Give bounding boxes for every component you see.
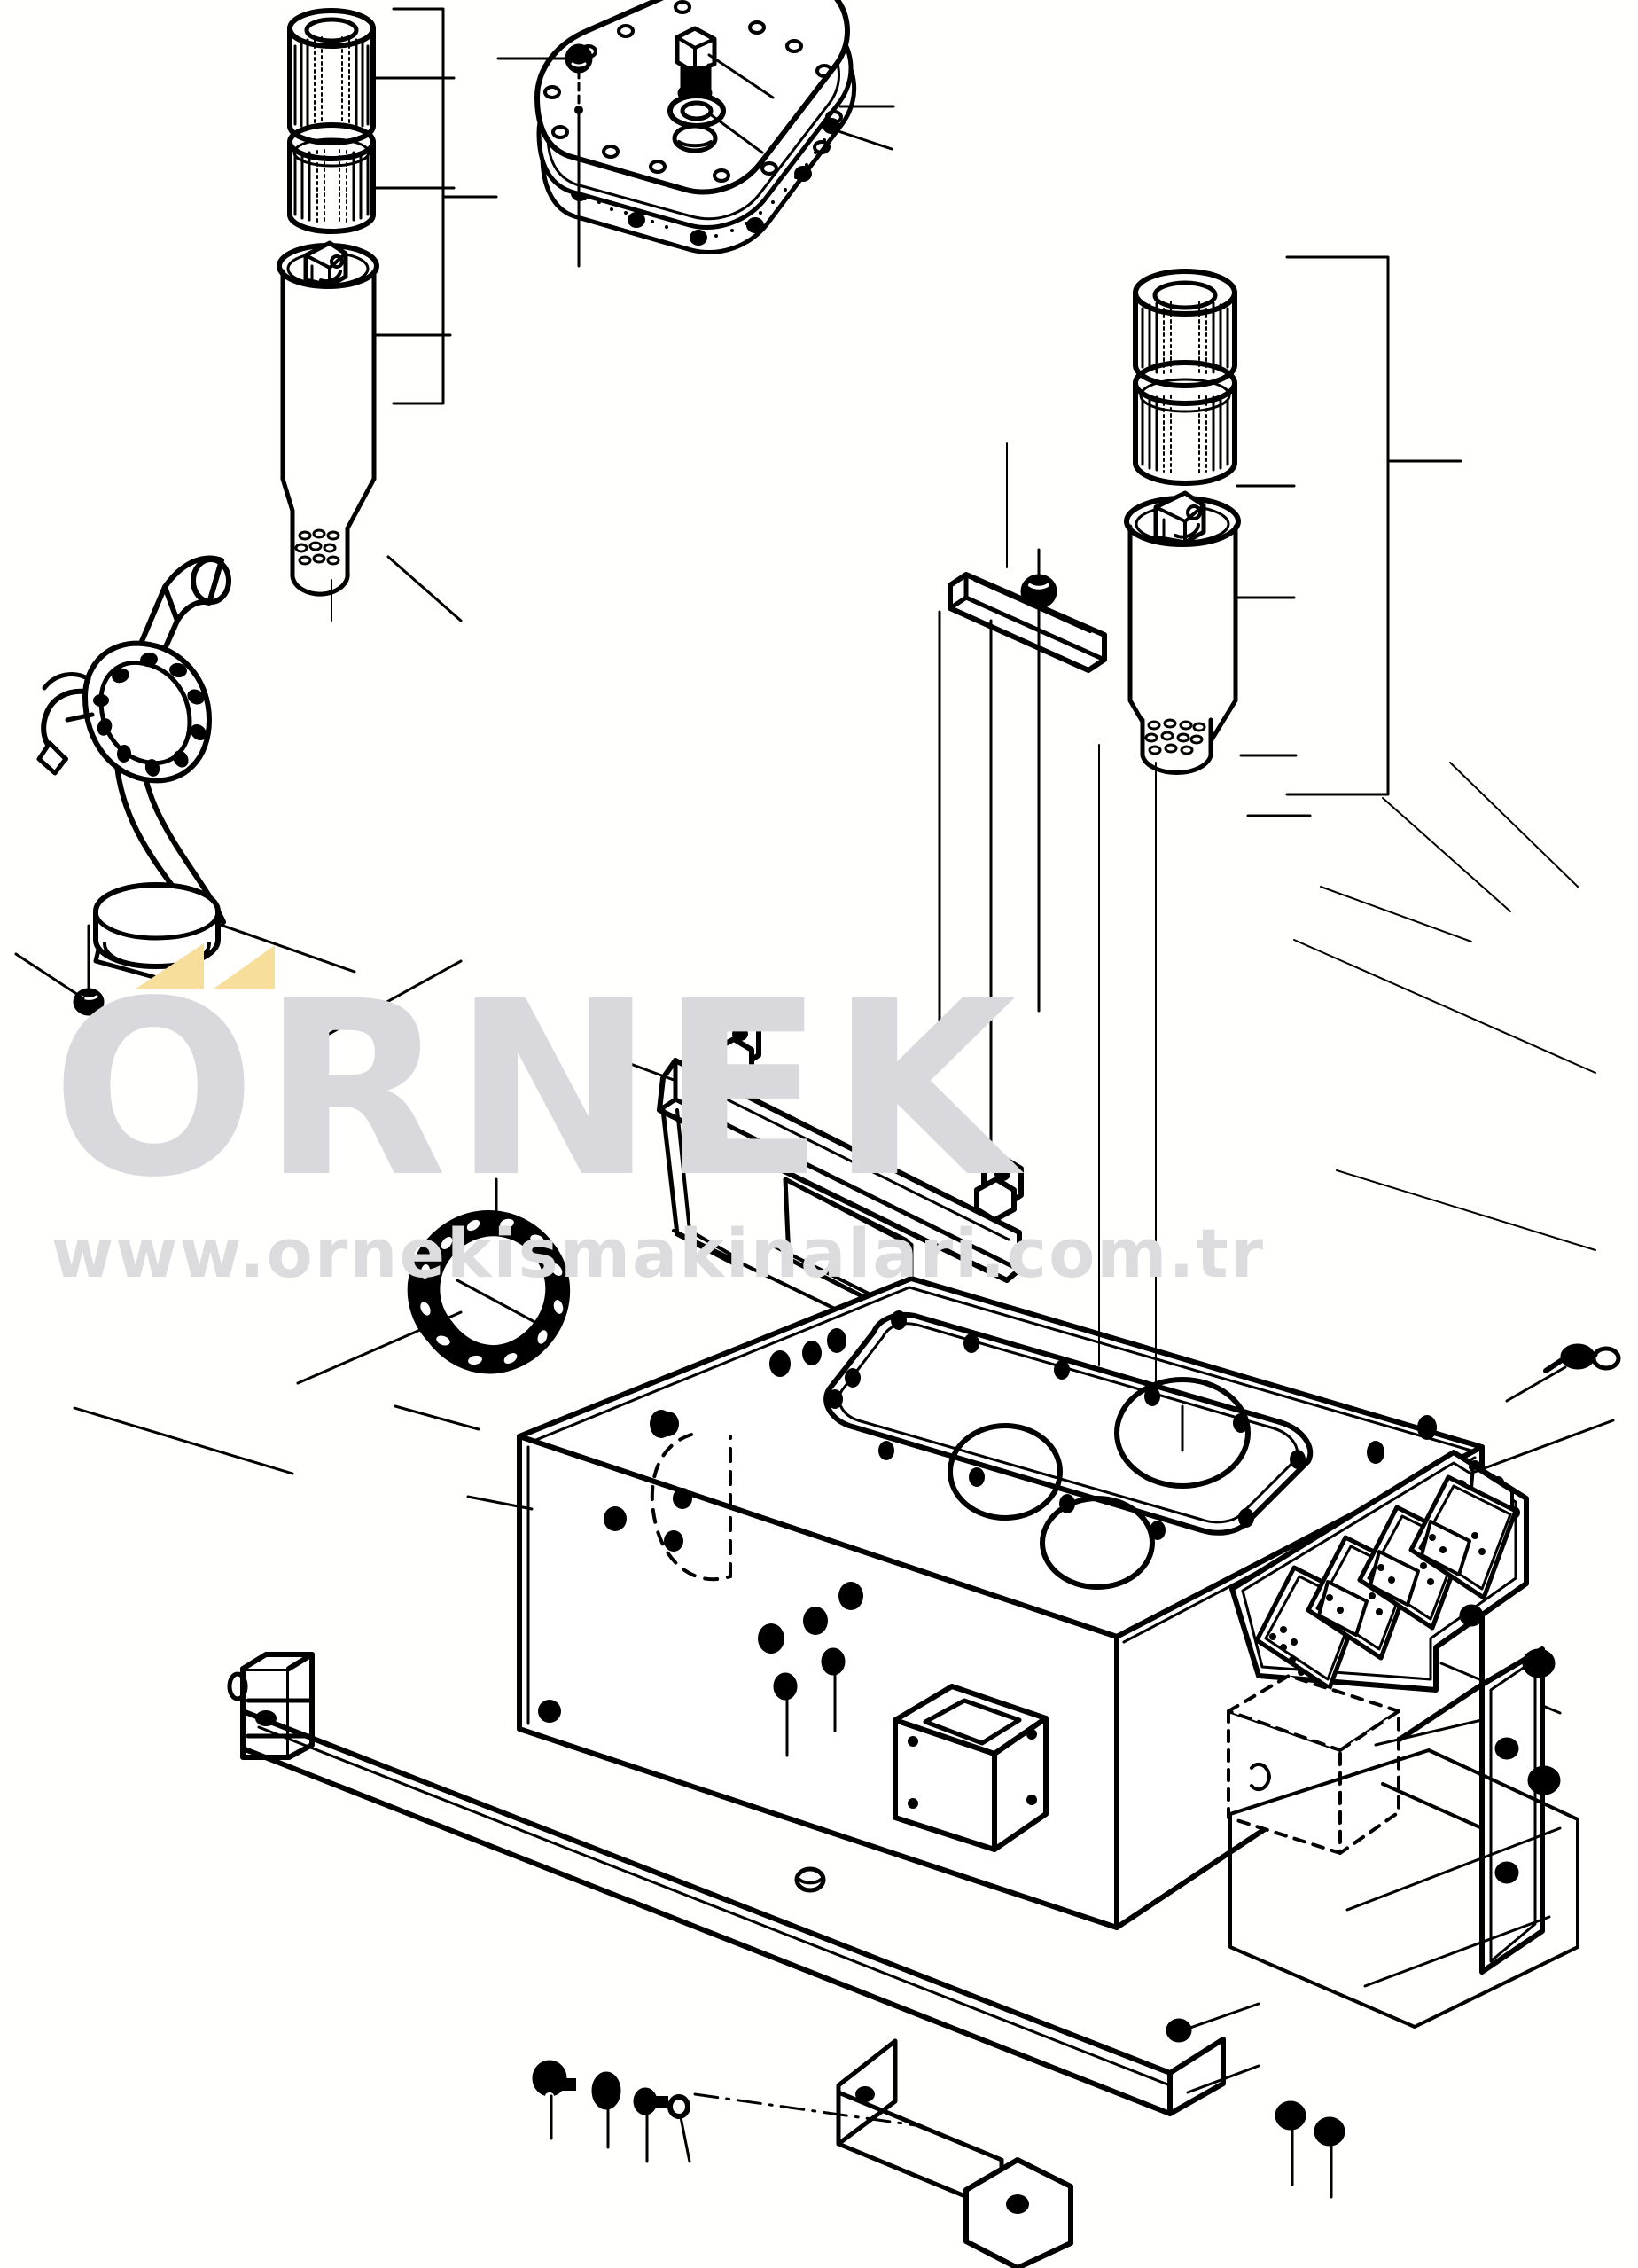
baffle-lift-eye-left: [712, 1015, 761, 1083]
mounting-bolt-set: [532, 2060, 576, 2140]
washer-set: [591, 2071, 621, 2149]
tank-top-opening-small-b: [1040, 1496, 1155, 1590]
filter-element-lower-left: [287, 122, 376, 234]
step-tread: [1408, 1474, 1518, 1600]
frame: [227, 1646, 1580, 2268]
filter-element-lower-right: [1133, 360, 1237, 486]
tank-side-fasteners: [773, 1647, 846, 1757]
plug-seat-lower: [672, 123, 718, 153]
left-filter-leaders: [374, 76, 463, 622]
flange-bolt: [14, 924, 105, 1016]
left-fastener-leaders: [73, 1404, 534, 1511]
filter-case-left: [280, 269, 377, 579]
tank-side-studs: [538, 1506, 863, 1723]
right-filter-assembly: [1124, 255, 1462, 817]
baffle-plate: [657, 1058, 1022, 1332]
spring-washer: [667, 2094, 691, 2163]
step-treads: [1254, 1474, 1518, 1691]
front-access-cover: [893, 1684, 1049, 1852]
filter-head-valve-right: [1124, 490, 1241, 547]
internal-hardware: [938, 548, 1107, 1154]
frame-side-plate-right: [1381, 1646, 1545, 1975]
tool-box: [1227, 1674, 1400, 1855]
suction-hose-clamp: [36, 672, 95, 776]
filter-strainer-tail-left: [290, 526, 350, 597]
tank-cover-assembly: [496, 0, 895, 268]
left-filter-bracket: [392, 7, 498, 405]
drain-plug: [1582, 1346, 1621, 1371]
suction-leaders: [211, 920, 498, 1385]
suction-piping: [14, 555, 571, 1385]
cover-bolt: [565, 43, 593, 74]
frame-rail-left: [240, 1709, 1226, 2116]
channel-bracket-leaders: [938, 548, 1041, 1154]
tank-top-opening-small-a: [948, 1423, 1063, 1521]
tank-internals: [610, 1015, 1024, 1385]
frame-ground-plate: [1228, 1748, 1580, 2029]
left-filter-assembly: [277, 7, 498, 622]
tank-drain-port: [794, 1866, 826, 1893]
frame-base-foot: [963, 2157, 1073, 2268]
filter-case-right: [1127, 524, 1238, 775]
baffle-lift-eye-right: [974, 1155, 1024, 1223]
tank-cover-leaders: [496, 53, 895, 268]
fasteners: [73, 1343, 1621, 2199]
bottom-right-fasteners: [1166, 1915, 1551, 2199]
suction-flange: [82, 640, 212, 784]
flange-gasket-ring: [407, 1210, 571, 1374]
tank-top-opening-large: [1114, 1377, 1251, 1489]
tank-top-studs: [650, 1328, 1437, 1464]
tank-top-collar: [823, 1310, 1314, 1540]
right-filter-leaders: [1236, 484, 1312, 817]
breather-plug: [675, 26, 717, 104]
access-steps: [1227, 1419, 1615, 1855]
plug-seat-upper: [667, 93, 726, 129]
nut-set: [633, 2087, 668, 2163]
left-face-studs: [658, 1412, 692, 1509]
tank-hidden-cutout: [650, 1433, 732, 1582]
filter-head-valve-left: [277, 240, 379, 289]
right-filter-bracket: [1285, 255, 1462, 796]
construction-lines: [331, 442, 1596, 1402]
